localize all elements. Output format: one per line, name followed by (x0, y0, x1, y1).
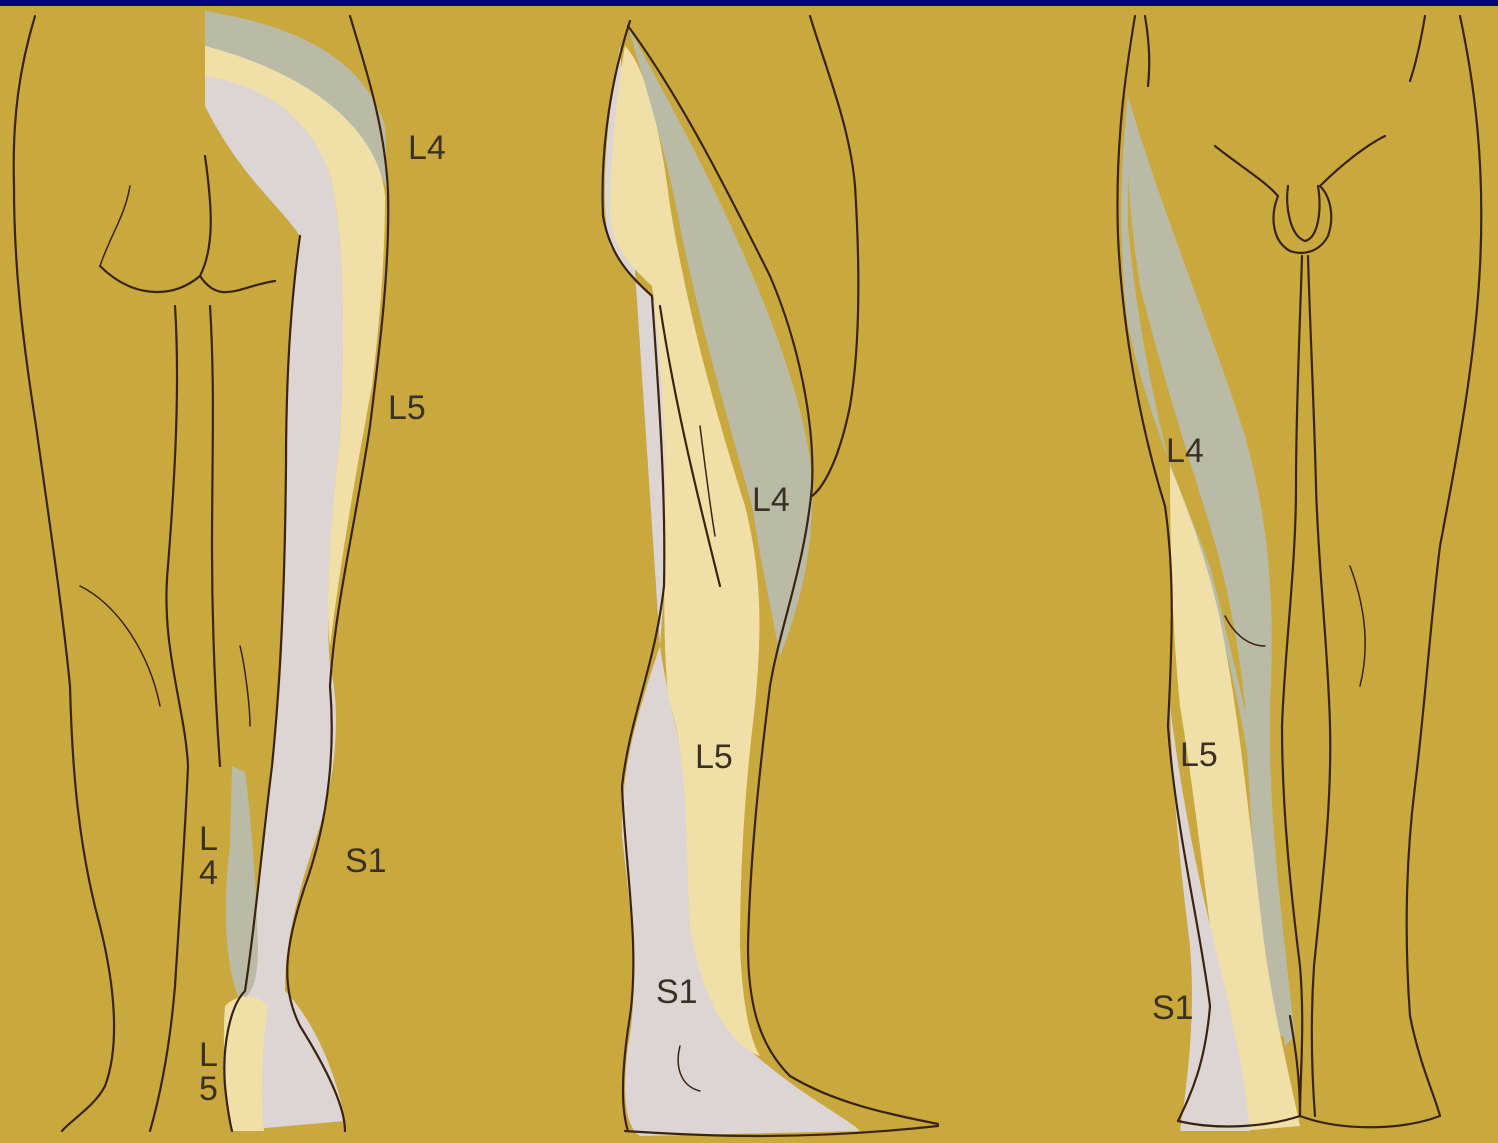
lateral-label-S1: S1 (656, 973, 698, 1011)
posterior-label-L4: L4 (408, 129, 446, 167)
anterior-label-L4: L4 (1166, 432, 1204, 470)
anterior-view (1117, 16, 1481, 1131)
lateral-label-L4: L4 (752, 481, 790, 519)
anterior-label-S1: S1 (1152, 989, 1194, 1027)
posterior-label-S1: S1 (345, 842, 387, 880)
lateral-label-L5: L5 (695, 738, 733, 776)
posterior-label-L5: L5 (388, 389, 426, 427)
anterior-label-L5: L5 (1180, 736, 1218, 774)
posterior-view (14, 11, 389, 1131)
posterior-heel-label-L4-digit: 4 (199, 854, 218, 892)
posterior-S1-band (205, 76, 345, 1131)
dermatome-diagram: L4 L5 S1 L 4 L 5 L4 L5 S1 L4 L5 S1 (0, 6, 1498, 1143)
posterior-heel-label-L4-letter: L (199, 820, 218, 858)
posterior-heel-L4-band (226, 766, 258, 1001)
dermatome-illustration: L4 L5 S1 L 4 L 5 L4 L5 S1 L4 L5 S1 (0, 6, 1498, 1143)
lateral-view (603, 16, 938, 1136)
posterior-heel-label-L5-digit: 5 (199, 1070, 218, 1108)
posterior-heel-label-L5-letter: L (199, 1036, 218, 1074)
